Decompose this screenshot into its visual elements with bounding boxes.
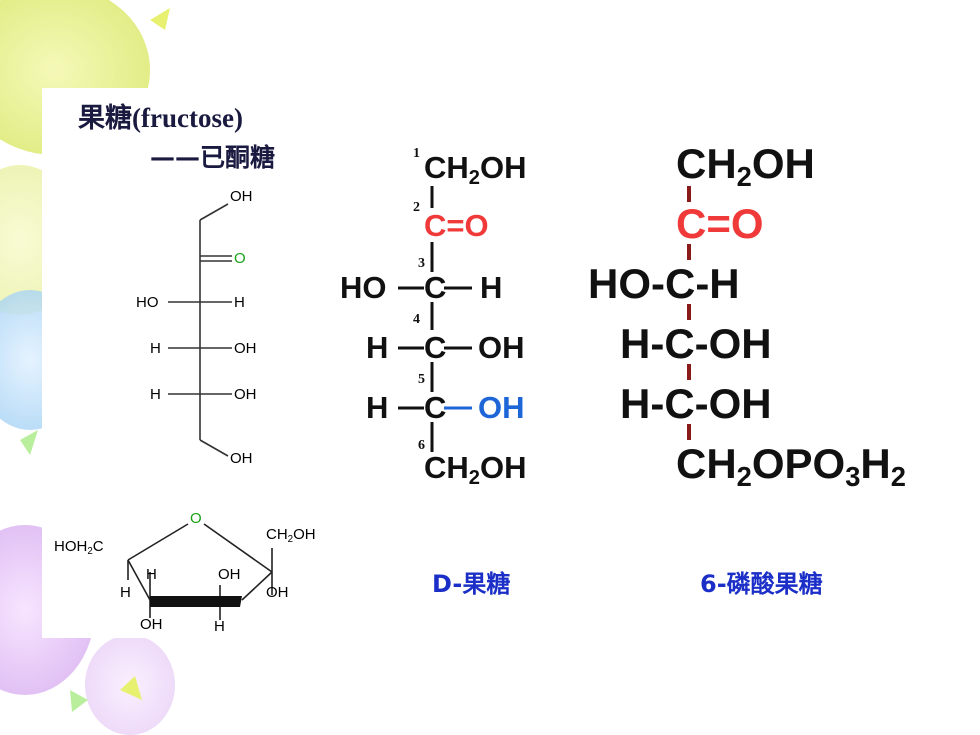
d-fructose-c5-left: H xyxy=(366,390,389,425)
d-fructose-c5-center: C xyxy=(424,390,447,425)
haworth-inner-h: H xyxy=(146,566,157,583)
phospho-c6: CH2OPO3H2 xyxy=(676,440,906,493)
phospho-c5: H-C-OH xyxy=(620,380,772,427)
phospho-c3: HO-C-H xyxy=(588,260,740,307)
fischer-small-c3-left: HO xyxy=(136,294,159,311)
page-title: 果糖(fructose) xyxy=(78,103,243,133)
d-fructose-c3-left: HO xyxy=(340,270,387,305)
carbon-number-3: 3 xyxy=(418,256,425,271)
haworth-inner-oh: OH xyxy=(218,566,241,583)
d-fructose-caption: D-果糖 xyxy=(432,570,511,598)
d-fructose-c6: CH2OH xyxy=(424,450,527,490)
d-fructose-carbonyl: C=O xyxy=(424,208,489,243)
phospho-carbonyl: C=O xyxy=(676,200,764,247)
d-fructose-c4-left: H xyxy=(366,330,389,365)
d-fructose-c3-right: H xyxy=(480,270,503,305)
haworth-bottom-h: H xyxy=(214,618,225,635)
haworth-right-group: CH2OH xyxy=(266,526,316,545)
fischer-small-c3-right: H xyxy=(234,294,245,311)
haworth-bottom-oh: OH xyxy=(140,616,163,633)
content-panel xyxy=(42,88,368,638)
d-fructose-c1: CH2OH xyxy=(424,150,527,190)
page-subtitle: ——已酮糖 xyxy=(150,143,276,172)
fischer-small-c4-left: H xyxy=(150,340,161,357)
carbon-number-5: 5 xyxy=(418,372,425,387)
haworth-outer-h: H xyxy=(120,584,131,601)
d-fructose-c5-right-oh: OH xyxy=(478,390,525,425)
fischer-small-c4-right: OH xyxy=(234,340,257,357)
carbon-number-4: 4 xyxy=(413,312,420,327)
carbon-number-1: 1 xyxy=(413,146,420,161)
d-fructose-c4-right: OH xyxy=(478,330,525,365)
haworth-right-oh: OH xyxy=(266,584,289,601)
phospho-c4: H-C-OH xyxy=(620,320,772,367)
fischer-small-c5-left: H xyxy=(150,386,161,403)
d-fructose-c3-center: C xyxy=(424,270,447,305)
haworth-ring-oxygen: O xyxy=(190,510,202,527)
phospho-c1: CH2OH xyxy=(676,140,815,193)
fischer-small-carbonyl-o: O xyxy=(234,250,246,267)
carbon-number-6: 6 xyxy=(418,438,425,453)
haworth-left-group: HOH2C xyxy=(54,538,104,557)
d-fructose-c4-center: C xyxy=(424,330,447,365)
fischer-small-c6-oh: OH xyxy=(230,450,253,467)
phospho-caption: 6-磷酸果糖 xyxy=(700,570,823,598)
fischer-small-c5-right: OH xyxy=(234,386,257,403)
fischer-small-c1-oh: OH xyxy=(230,188,253,205)
carbon-number-2: 2 xyxy=(413,200,420,215)
